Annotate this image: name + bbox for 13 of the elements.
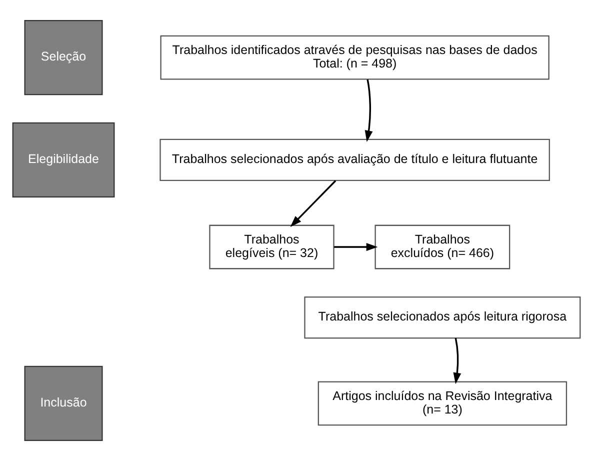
arrow <box>364 79 373 142</box>
node-box: Trabalhos identificados através de pesquisas nas bases de dados Total: (n = 498) <box>160 35 550 80</box>
node-box: Trabalhos selecionados após leitura rigorosa <box>304 296 581 339</box>
arrow <box>290 180 336 227</box>
node-box: Trabalhos excluídos (n= 466) <box>374 224 510 270</box>
node-box: Artigos incluídos na Revisão Integrativa (n= 13) <box>318 381 568 426</box>
arrow <box>334 243 378 251</box>
arrow <box>453 338 462 384</box>
node-box: Trabalhos selecionados após avaliação de título e leitura flutuante <box>160 138 550 181</box>
node-box: Trabalhos elegíveis (n= 32) <box>209 224 334 270</box>
node-box: Seleção <box>24 20 103 96</box>
node-box: Elegibilidade <box>12 122 115 198</box>
node-box: Inclusão <box>24 366 103 442</box>
